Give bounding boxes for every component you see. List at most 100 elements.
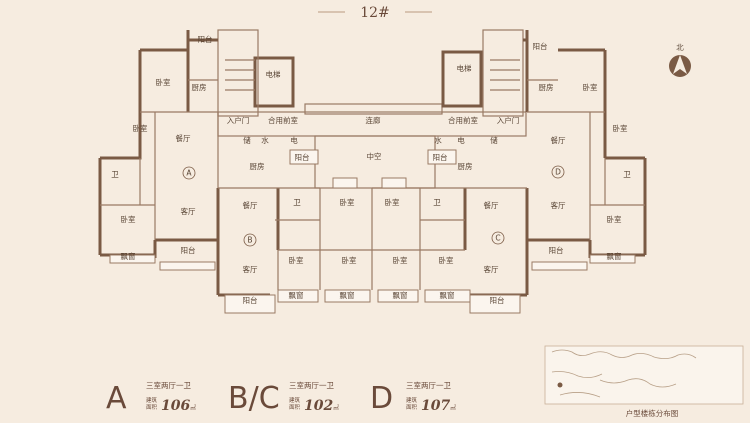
room-label: 客厅 bbox=[243, 264, 258, 274]
room-label: 厨房 bbox=[539, 82, 554, 92]
room-label: 厨房 bbox=[458, 161, 473, 171]
legend-bc-letter: B/C bbox=[228, 381, 280, 416]
room-label: 阳台 bbox=[198, 34, 213, 44]
unit-marker-circle bbox=[243, 233, 257, 247]
room-label: 餐厅 bbox=[176, 134, 191, 143]
legend-bc-label2: 面积 bbox=[289, 404, 301, 411]
room-label: 阳台 bbox=[433, 152, 448, 162]
room-label: 厨房 bbox=[192, 82, 207, 92]
room-label: 阳台 bbox=[549, 245, 564, 255]
room-label: 阳台 bbox=[533, 41, 548, 51]
unit-marker-circle bbox=[182, 166, 196, 180]
room-label: 连廊 bbox=[366, 115, 381, 125]
room-label: 卧室 bbox=[289, 255, 304, 265]
room-label: 水 bbox=[261, 135, 269, 145]
legend-d-letter: D bbox=[370, 381, 393, 416]
room-label: 电 bbox=[457, 135, 465, 145]
legend-a: A 三室两厅一卫 建筑 面积 106 ㎡ bbox=[106, 380, 196, 416]
room-label: 阳台 bbox=[490, 295, 505, 305]
room-label: 卧室 bbox=[607, 214, 622, 224]
room-label: 卧室 bbox=[340, 197, 355, 207]
room-label: 电 bbox=[290, 135, 298, 145]
unit-marker-letter: C bbox=[495, 234, 500, 243]
room-label: 卧室 bbox=[393, 255, 408, 265]
room-label: 卧室 bbox=[439, 255, 454, 265]
legend-d-area: 107 bbox=[421, 398, 450, 414]
room-label: 卫 bbox=[623, 170, 631, 179]
legend-d-unit: ㎡ bbox=[450, 404, 456, 412]
unit-b-walls bbox=[216, 149, 372, 314]
unit-marker-letter: A bbox=[186, 169, 192, 178]
legend-a-area: 106 bbox=[161, 398, 190, 414]
room-label: 餐厅 bbox=[484, 201, 499, 210]
room-label: 储 bbox=[243, 135, 251, 145]
room-label: 卧室 bbox=[133, 123, 148, 133]
room-label: 电梯 bbox=[266, 69, 281, 79]
legend-bc-label1: 建筑 bbox=[289, 396, 301, 404]
room-label: 客厅 bbox=[551, 200, 566, 210]
legend: A 三室两厅一卫 建筑 面积 106 ㎡ B/C 三室两厅一卫 建筑 面积 10… bbox=[106, 380, 456, 416]
room-label: 合用前室 bbox=[268, 115, 298, 125]
room-label: 餐厅 bbox=[551, 136, 566, 145]
room-label: 电梯 bbox=[457, 63, 472, 73]
room-label: 入户门 bbox=[227, 115, 250, 125]
unit-markers: A B C D bbox=[182, 165, 565, 247]
room-label: 合用前室 bbox=[448, 115, 478, 125]
legend-a-label1: 建筑 bbox=[146, 396, 158, 404]
unit-marker-circle bbox=[491, 231, 505, 245]
room-label: 客厅 bbox=[181, 206, 196, 216]
core-walls bbox=[217, 29, 527, 189]
north-label: 北 bbox=[676, 43, 684, 52]
room-label: 餐厅 bbox=[243, 201, 258, 210]
room-label: 客厅 bbox=[484, 264, 499, 274]
legend-bc-area: 102 bbox=[304, 398, 333, 414]
north-arrow-icon bbox=[669, 55, 691, 77]
unit-marker-letter: B bbox=[247, 236, 252, 245]
unit-a-walls bbox=[98, 30, 219, 271]
unit-d-walls bbox=[523, 30, 647, 271]
legend-d-desc: 三室两厅一卫 bbox=[406, 380, 451, 390]
room-label: 水 bbox=[434, 135, 442, 145]
legend-d-label2: 面积 bbox=[406, 404, 418, 411]
room-label: 卫 bbox=[433, 198, 441, 207]
room-label: 卧室 bbox=[156, 77, 171, 87]
building-title: 12# bbox=[360, 5, 390, 21]
room-label: 飘窗 bbox=[289, 290, 304, 300]
room-label: 飘窗 bbox=[121, 251, 136, 261]
legend-bc-unit: ㎡ bbox=[333, 404, 339, 412]
room-label: 阳台 bbox=[181, 245, 196, 255]
room-label: 卧室 bbox=[385, 197, 400, 207]
room-label: 飘窗 bbox=[607, 251, 622, 261]
legend-a-label2: 面积 bbox=[146, 404, 158, 411]
legend-d: D 三室两厅一卫 建筑 面积 107 ㎡ bbox=[370, 380, 456, 416]
room-label: 卫 bbox=[111, 170, 119, 179]
legend-bc: B/C 三室两厅一卫 建筑 面积 102 ㎡ bbox=[228, 380, 339, 416]
room-label: 厨房 bbox=[250, 161, 265, 171]
legend-a-unit: ㎡ bbox=[190, 404, 196, 412]
room-label: 卧室 bbox=[342, 255, 357, 265]
room-label: 飘窗 bbox=[440, 290, 455, 300]
site-minimap: 户型楼栋分布图 bbox=[544, 345, 744, 418]
room-label: 卧室 bbox=[583, 82, 598, 92]
legend-bc-desc: 三室两厅一卫 bbox=[289, 380, 334, 390]
room-label: 卫 bbox=[293, 198, 301, 207]
unit-c-walls bbox=[332, 149, 529, 314]
legend-d-label1: 建筑 bbox=[406, 396, 418, 404]
room-label: 入户门 bbox=[497, 115, 520, 125]
unit-marker-circle bbox=[551, 165, 565, 179]
room-label: 卧室 bbox=[121, 214, 136, 224]
room-label: 阳台 bbox=[243, 295, 258, 305]
legend-a-letter: A bbox=[106, 381, 127, 416]
room-label: 储 bbox=[490, 135, 498, 145]
room-label: 卧室 bbox=[613, 123, 628, 133]
room-label: 飘窗 bbox=[393, 290, 408, 300]
minimap-caption: 户型楼栋分布图 bbox=[626, 408, 679, 418]
unit-marker-letter: D bbox=[555, 168, 561, 177]
legend-a-desc: 三室两厅一卫 bbox=[146, 380, 191, 390]
room-label: 中空 bbox=[367, 151, 382, 161]
room-label: 阳台 bbox=[295, 152, 310, 162]
room-labels: 阳台卧室厨房电梯卧室餐厅入户门合用前室连廊卫客厅卧室飘窗阳台储水电阳台中空厨房餐… bbox=[111, 34, 631, 305]
room-label: 飘窗 bbox=[340, 290, 355, 300]
